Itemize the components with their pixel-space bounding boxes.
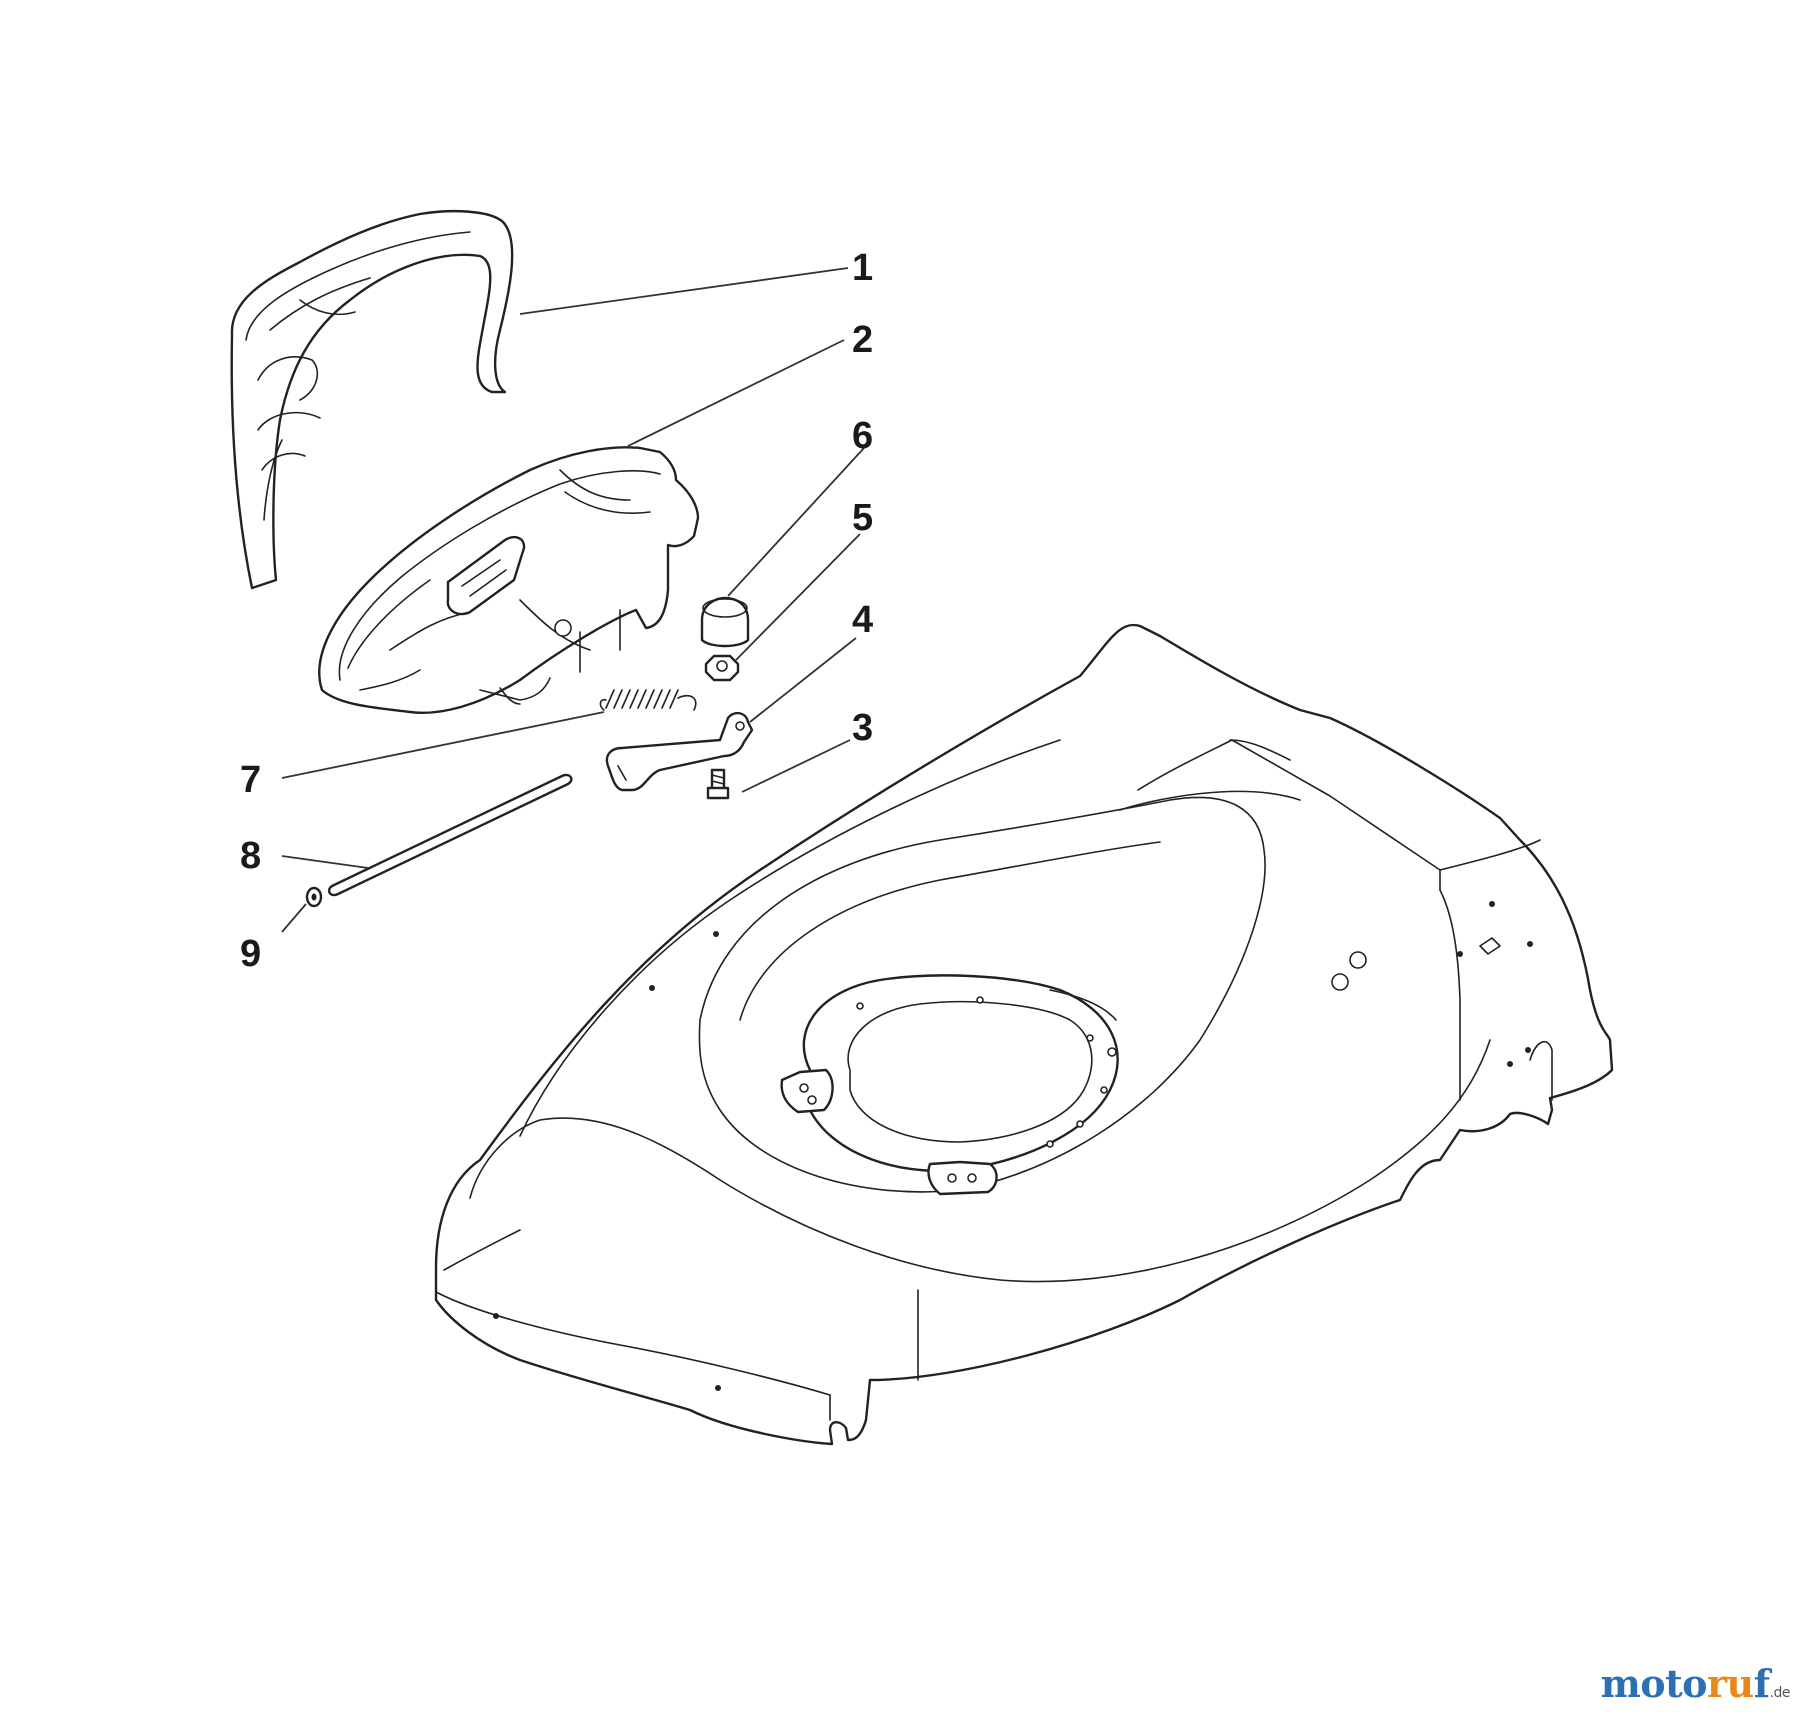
leader-7 bbox=[281, 711, 605, 779]
callout-4: 4 bbox=[852, 599, 873, 641]
part-5-nut[interactable] bbox=[704, 654, 740, 682]
callout-6: 6 bbox=[852, 415, 873, 457]
part-8-rod[interactable] bbox=[327, 773, 573, 897]
leader-5 bbox=[735, 533, 861, 661]
part-9-washer[interactable] bbox=[305, 886, 323, 908]
leader-6 bbox=[727, 447, 865, 597]
callout-2: 2 bbox=[852, 319, 873, 361]
part-1-rear-flap[interactable] bbox=[230, 210, 514, 590]
watermark-part-1: moto bbox=[1600, 1661, 1708, 1706]
watermark-part-3: f bbox=[1753, 1661, 1770, 1706]
part-2-upper-cover[interactable] bbox=[318, 446, 700, 714]
part-3-bolt[interactable] bbox=[706, 768, 730, 800]
leader-2 bbox=[627, 339, 845, 447]
leader-3 bbox=[741, 739, 851, 793]
callout-3: 3 bbox=[852, 707, 873, 749]
part-6-cap[interactable] bbox=[700, 596, 750, 648]
callout-7: 7 bbox=[240, 759, 261, 801]
leader-4 bbox=[749, 637, 857, 723]
watermark-logo: motoruf.de bbox=[1600, 1661, 1791, 1706]
callout-labels: 1 2 3 4 5 6 7 8 9 bbox=[240, 247, 873, 975]
leader-1 bbox=[519, 267, 849, 315]
leader-lines bbox=[281, 267, 865, 933]
watermark-tld: .de bbox=[1769, 1685, 1791, 1701]
callout-1: 1 bbox=[852, 247, 873, 289]
callout-8: 8 bbox=[240, 835, 261, 877]
watermark-part-2: ru bbox=[1707, 1661, 1754, 1706]
callout-9: 9 bbox=[240, 933, 261, 975]
leader-9 bbox=[281, 903, 307, 933]
part-7-spring[interactable] bbox=[599, 689, 697, 711]
callout-5: 5 bbox=[852, 497, 873, 539]
leader-8 bbox=[281, 855, 369, 869]
part-4-bracket[interactable] bbox=[605, 711, 754, 792]
mower-deck[interactable] bbox=[434, 623, 1614, 1446]
